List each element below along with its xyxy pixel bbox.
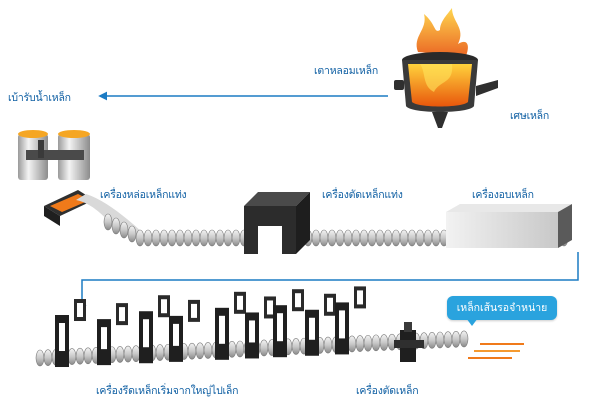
mill-stand [305,293,336,356]
conveyor-roller [203,342,213,359]
product-callout-tail [466,318,478,326]
conveyor-roller [359,229,369,247]
conveyor-roller [115,346,125,363]
conveyor-roller [155,344,165,361]
conveyor-roller [383,229,393,247]
conveyor-roller [83,347,93,365]
label-billet-cutter: เครื่องตัดเหล็กแท่ง [322,189,403,201]
conveyor-roller [375,229,385,247]
label-rolling-mill: เครื่องรีดเหล็กเริ่มจากใหญ่ไปเล็ก [96,385,239,397]
rolling-mill-stands-icon [55,286,366,368]
label-furnace: เตาหลอมเหล็ก [314,65,378,77]
conveyor-roller [195,342,205,360]
mill-stand [169,299,200,362]
conveyor-roller [431,229,441,247]
product-callout: เหล็กเส้นรอจำหน่าย [447,296,557,320]
conveyor-roller [191,229,201,247]
conveyor-roller [119,221,129,239]
mill-stand [139,295,170,364]
bar-cutter-icon [394,322,424,362]
conveyor-roller [351,229,361,247]
conveyor-roller [187,342,197,360]
mill-stand [273,289,304,358]
conveyor-roller [427,332,437,349]
label-ladle: เบ้ารับน้ำเหล็ก [8,92,71,104]
billet-cutter-icon [244,192,310,254]
reheating-furnace-icon [446,204,572,248]
mill-stand [97,303,128,366]
conveyor-roller [207,229,217,247]
conveyor-roller [335,229,345,247]
conveyor-roller [259,339,269,357]
conveyor-roller [319,229,329,247]
conveyor-roller [175,229,185,247]
conveyor-roller [399,229,409,247]
conveyor-roller [379,334,389,351]
label-bar-cutter: เครื่องตัดเหล็ก [356,385,419,397]
conveyor-roller [103,213,113,231]
conveyor-roller [451,330,461,348]
conveyor-roller [143,229,153,247]
conveyor-roller [235,340,245,358]
mill-stand [335,286,366,355]
conveyor-roller [131,345,141,362]
conveyor-roller [347,335,357,353]
conveyor-roller [323,336,333,354]
conveyor-roller [459,330,469,348]
conveyor-roller [183,229,193,247]
conveyor-roller [407,229,417,247]
conveyor-roller [367,229,377,247]
mill-stand [215,291,246,360]
conveyor-roller [443,331,453,348]
conveyor-roller [415,229,425,247]
conveyor-roller [435,331,445,349]
conveyor-roller [355,335,365,352]
conveyor-roller [343,229,353,247]
hot-steel-bars-icon [468,343,524,359]
conveyor-roller [75,347,85,365]
conveyor-roller [327,229,337,247]
conveyor-roller [391,229,401,247]
flow-arrow-reheat-to-mill [77,252,579,314]
conveyor-roller [123,345,133,363]
conveyor-roller [199,229,209,247]
label-reheating-furnace: เครื่องอบเหล็ก [472,189,534,201]
conveyor-roller [151,229,161,247]
label-casting-machine: เครื่องหล่อเหล็กแท่ง [100,189,187,201]
conveyor-roller [423,229,433,247]
conveyor-roller [223,229,233,247]
conveyor-roller [67,348,77,365]
conveyor-roller [291,338,301,355]
conveyor-roller [215,229,225,247]
conveyor-roller [43,349,53,366]
label-scrap: เศษเหล็ก [510,110,550,122]
conveyor-roller [159,229,169,247]
conveyor-roller [111,217,121,235]
conveyor-roller [35,349,45,367]
conveyor-roller [127,225,137,243]
mill-stand [55,299,86,368]
conveyor-roller [371,334,381,352]
ladle-icon [18,130,90,180]
conveyor-roller [363,334,373,352]
conveyor-roller [167,229,177,247]
conveyor-roller [311,229,321,247]
conveyor-roller [135,229,145,247]
conveyor-roller [231,229,241,247]
conveyor-roller [227,341,237,358]
furnace-icon [394,8,498,128]
